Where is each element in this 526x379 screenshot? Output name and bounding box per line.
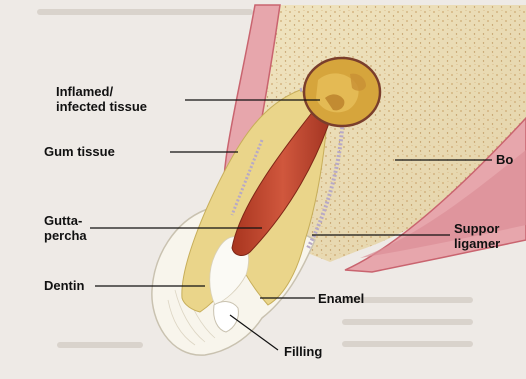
label-supporting-ligament: Suppor ligamer: [454, 221, 500, 251]
label-gutta-percha: Gutta- percha: [44, 213, 87, 243]
label-inflamed-line2: infected tissue: [56, 99, 147, 114]
label-gutta-line2: percha: [44, 228, 87, 243]
label-dentin: Dentin: [44, 278, 84, 293]
label-filling: Filling: [284, 344, 322, 359]
label-enamel: Enamel: [318, 291, 364, 306]
label-gutta-line1: Gutta-: [44, 213, 87, 228]
label-support-line2: ligamer: [454, 236, 500, 251]
label-inflamed-tissue: Inflamed/ infected tissue: [56, 84, 147, 114]
label-support-line1: Suppor: [454, 221, 500, 236]
label-inflamed-line1: Inflamed/: [56, 84, 147, 99]
label-gum-tissue: Gum tissue: [44, 144, 115, 159]
inflamed-tissue: [304, 58, 380, 126]
label-bone: Bo: [496, 152, 513, 167]
